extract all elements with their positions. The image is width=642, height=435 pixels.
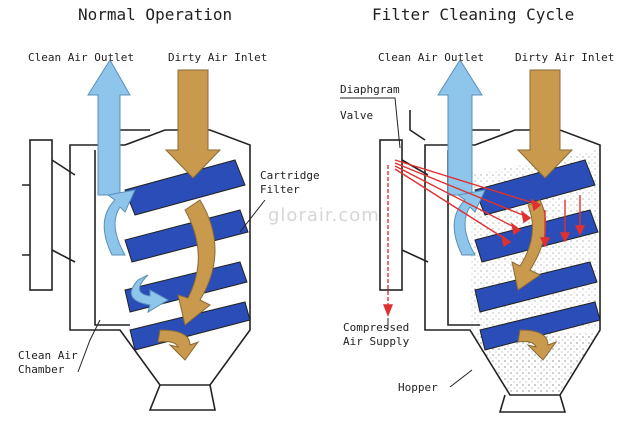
chamber-label: Chamber: [18, 363, 65, 376]
valve-label: Valve: [340, 109, 374, 122]
compressed-label: Compressed: [343, 321, 410, 334]
clean-air-label: Clean Air: [18, 349, 78, 362]
left-dirty-air-inlet-label: Dirty Air Inlet: [168, 51, 268, 64]
right-dirty-air-flow: [511, 69, 574, 361]
air-supply-label: Air Supply: [343, 335, 410, 348]
watermark: glorair.com: [268, 205, 380, 226]
cartridge-label: Cartridge: [260, 169, 320, 182]
left-unit: [22, 129, 251, 411]
hopper-dust: [472, 332, 598, 392]
leader-lines: [77, 97, 473, 388]
left-title: Normal Operation: [78, 5, 233, 24]
filter-label: Filter: [260, 183, 300, 196]
left-dirty-air-flow: [157, 69, 222, 361]
compressed-air-pulse: [382, 159, 586, 317]
right-clean-air-flow: [437, 59, 486, 256]
right-clean-air-outlet-label: Clean Air Outlet: [378, 51, 484, 64]
right-dirty-air-inlet-label: Dirty Air Inlet: [515, 51, 615, 64]
diaphgram-label: Diaphgram: [340, 83, 400, 96]
hopper-label: Hopper: [398, 381, 438, 394]
left-clean-air-outlet-label: Clean Air Outlet: [28, 51, 134, 64]
right-unit: [379, 110, 601, 413]
left-clean-air-flow: [87, 59, 169, 314]
right-title: Filter Cleaning Cycle: [372, 5, 575, 24]
